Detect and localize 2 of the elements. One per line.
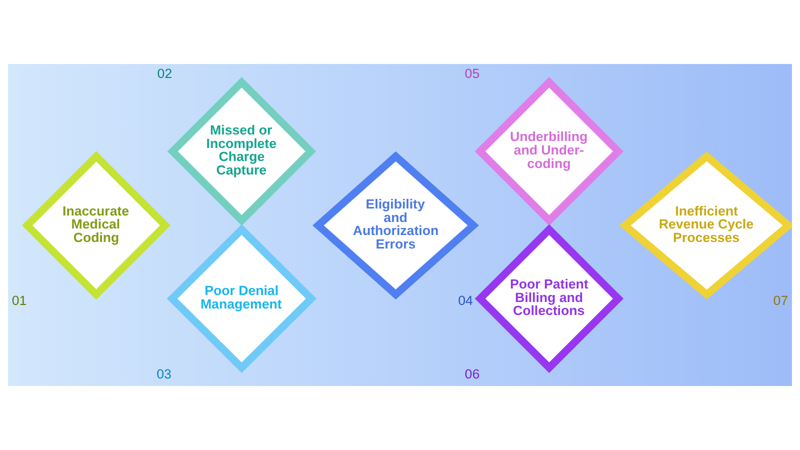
node-diamond: Missed or Incomplete Charge Capture [167, 77, 316, 226]
node-diamond: Underbilling and Under-coding [474, 77, 624, 226]
